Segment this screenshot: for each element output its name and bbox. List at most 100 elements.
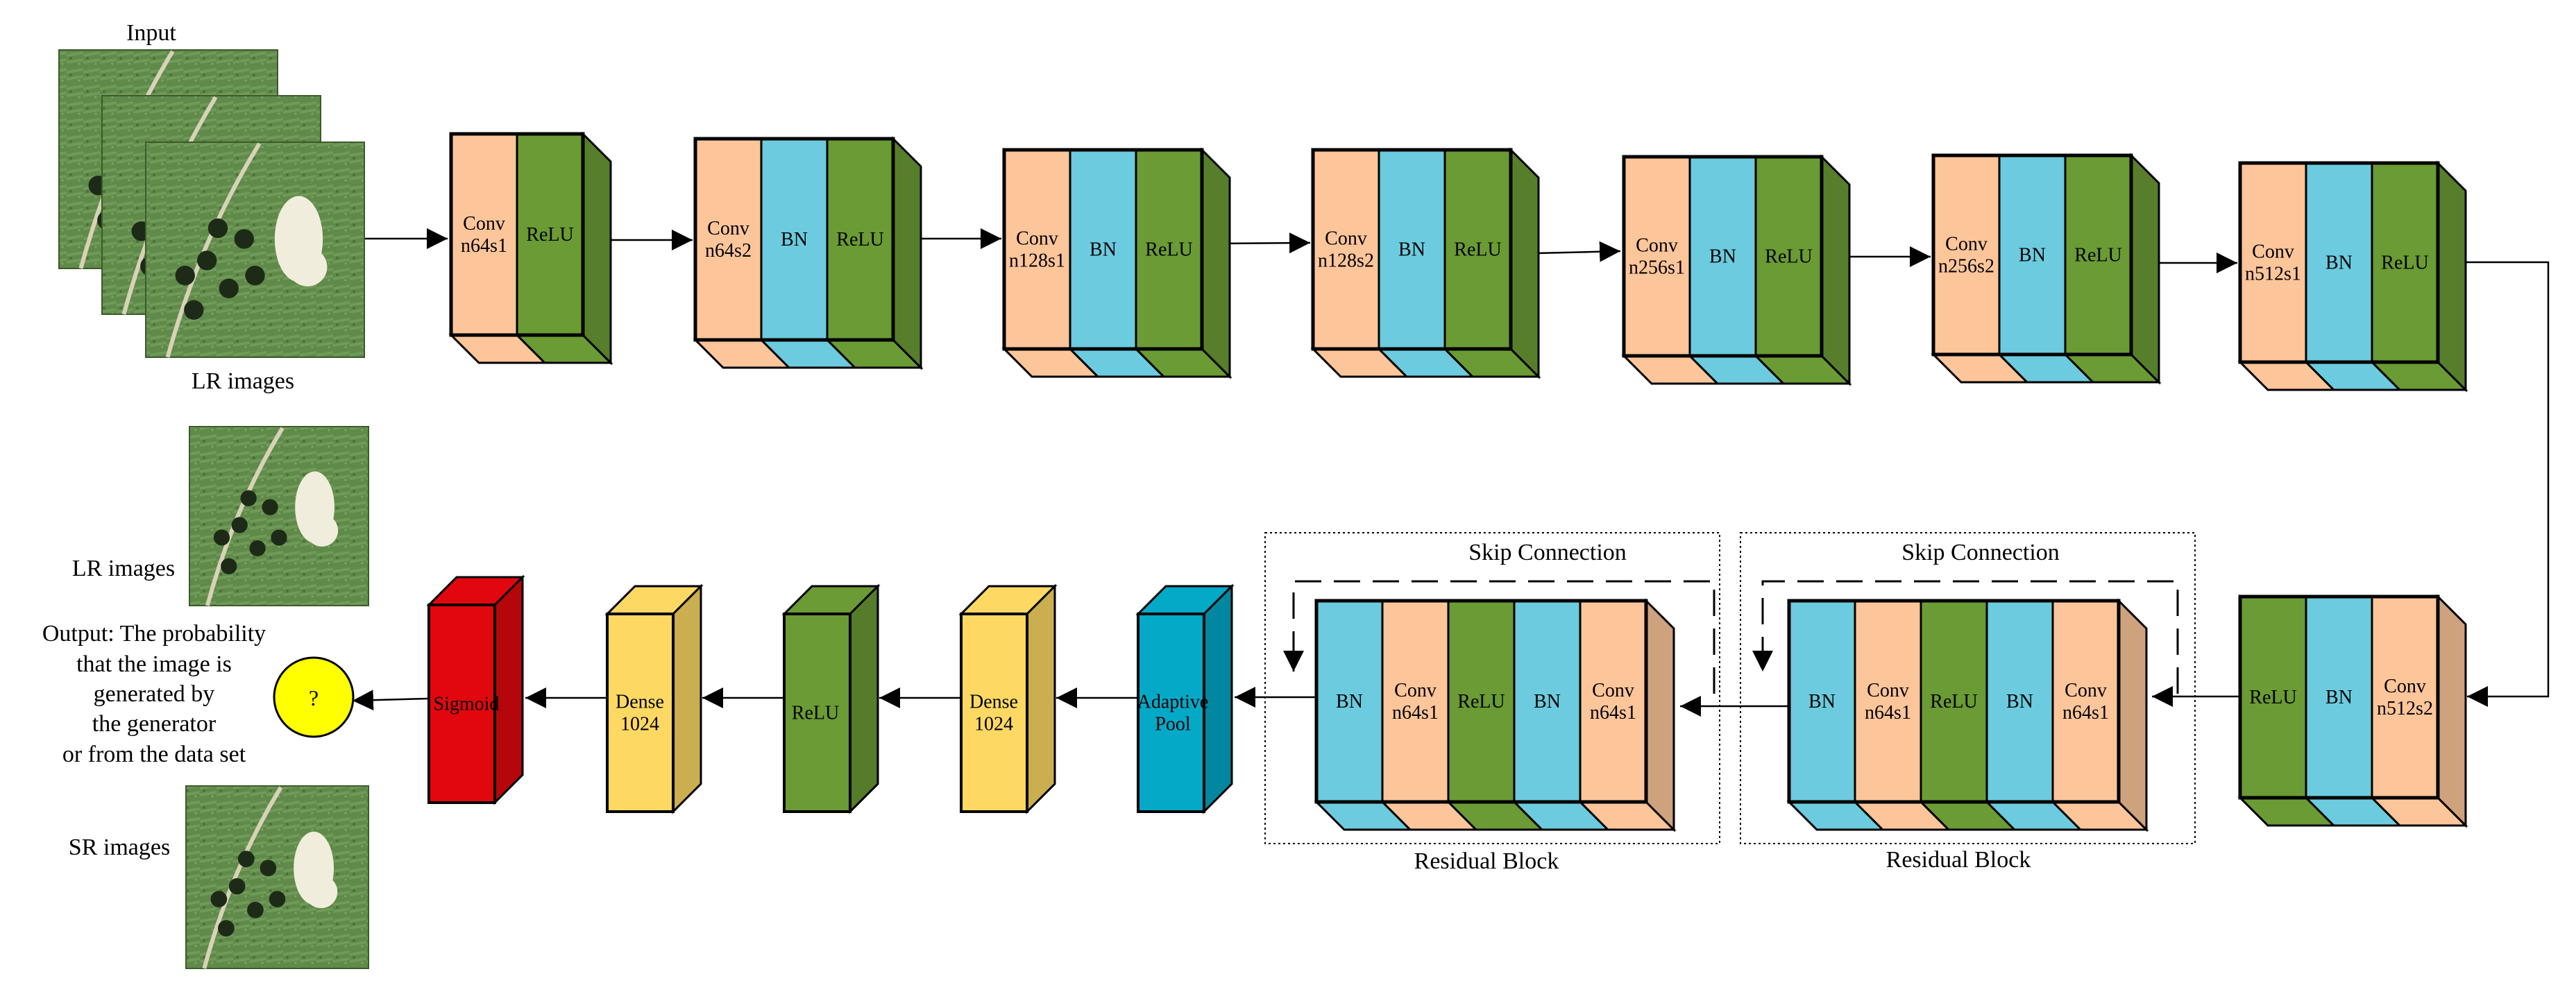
conv-panel bbox=[2371, 595, 2439, 799]
bn-label: BN bbox=[1534, 691, 1561, 712]
bn-label: BN bbox=[1336, 691, 1363, 712]
conv-panel bbox=[2239, 162, 2307, 364]
relu-label: ReLU bbox=[2381, 253, 2428, 274]
relu-label: ReLU bbox=[1930, 691, 1977, 712]
relu-label: ReLU bbox=[2249, 687, 2296, 708]
relu-label: ReLU bbox=[792, 703, 839, 724]
probability-output-circle: ? bbox=[273, 656, 355, 738]
flow-arrow-16 bbox=[352, 690, 430, 711]
conv-panel bbox=[1854, 599, 1922, 803]
conv-panel bbox=[1622, 155, 1691, 357]
skip-connection-arrow-2 bbox=[1752, 580, 2179, 694]
labels: Input LR images LR images SR images Outp… bbox=[42, 20, 2060, 874]
relu-panel bbox=[2239, 595, 2307, 799]
lr-side-image bbox=[189, 426, 369, 606]
bn-label: BN bbox=[1808, 691, 1836, 712]
relu-label: ReLU bbox=[2074, 245, 2121, 266]
sr-images-label: SR images bbox=[69, 835, 170, 860]
output-line-5: or from the data set bbox=[62, 742, 246, 767]
bn-panel bbox=[2305, 595, 2373, 799]
bn-label: BN bbox=[2325, 253, 2353, 274]
bn-panel bbox=[2305, 162, 2373, 364]
lr-images-top-label: LR images bbox=[192, 368, 294, 394]
lr-images-side-label: LR images bbox=[72, 556, 175, 581]
skip-connection-arrow-1 bbox=[1283, 580, 1715, 694]
residual-block-label-1: Residual Block bbox=[1414, 848, 1559, 874]
residual-frame-2 bbox=[1740, 532, 2196, 844]
relu-panel bbox=[1447, 599, 1516, 803]
relu-panel bbox=[826, 137, 895, 341]
residual-block-label-2: Residual Block bbox=[1886, 847, 2031, 873]
bn-label: BN bbox=[781, 229, 808, 250]
output-line-4: the generator bbox=[92, 711, 217, 737]
bn-panel bbox=[1513, 599, 1582, 803]
relu-panel bbox=[2064, 154, 2133, 356]
bn-label: BN bbox=[2325, 687, 2353, 708]
skip-connection-label-1: Skip Connection bbox=[1468, 540, 1627, 565]
relu-label: ReLU bbox=[1457, 691, 1505, 712]
bn-label: BN bbox=[2006, 691, 2033, 712]
flow-arrow-8 bbox=[2464, 261, 2550, 707]
skip-connection-label-2: Skip Connection bbox=[1901, 540, 2060, 565]
relu-label: ReLU bbox=[836, 229, 883, 250]
bn-panel bbox=[1069, 148, 1137, 350]
sigmoid-block: Sigmoid bbox=[426, 574, 525, 805]
relu-label: ReLU bbox=[1145, 239, 1192, 261]
conv-panel bbox=[694, 137, 763, 341]
flow-arrow-5 bbox=[1536, 241, 1621, 262]
bn-panel bbox=[1985, 599, 2054, 803]
bn-label: BN bbox=[1709, 246, 1736, 268]
lr-input-image-3 bbox=[145, 142, 365, 358]
bn-label: BN bbox=[1398, 239, 1425, 261]
bn-panel bbox=[1688, 155, 1757, 357]
output-line-2: that the image is bbox=[76, 651, 232, 677]
conv-panel bbox=[2051, 599, 2120, 803]
sr-image bbox=[185, 785, 369, 969]
sigmoid-label: Sigmoid bbox=[434, 694, 500, 715]
relu-block: ReLU bbox=[781, 583, 881, 814]
input-label: Input bbox=[126, 20, 176, 46]
residual-frame-1 bbox=[1264, 532, 1720, 844]
relu-panel bbox=[1920, 599, 1988, 803]
bn-panel bbox=[1378, 148, 1446, 350]
relu-panel bbox=[516, 132, 584, 336]
output-line-3: generated by bbox=[94, 681, 215, 707]
connections bbox=[352, 228, 2550, 717]
relu-label: ReLU bbox=[1765, 246, 1812, 268]
images: ? bbox=[58, 49, 369, 969]
output-line-1: Output: The probability bbox=[42, 621, 266, 647]
conv-panel bbox=[450, 132, 518, 336]
relu-label: ReLU bbox=[526, 224, 573, 246]
relu-panel bbox=[1135, 148, 1203, 350]
bn-panel bbox=[1315, 599, 1384, 803]
residual-frames bbox=[1264, 532, 2196, 844]
bn-label: BN bbox=[1090, 239, 1117, 261]
